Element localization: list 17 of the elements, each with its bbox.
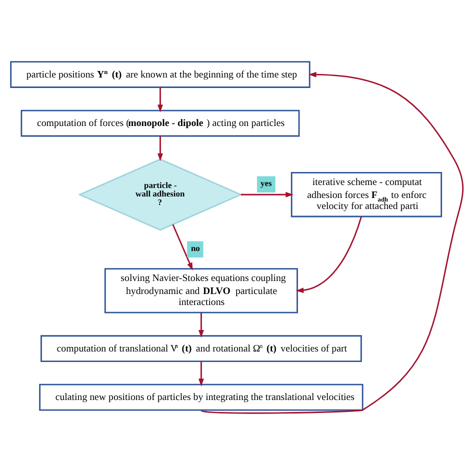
node-box: particle positions Y$^{n}$ (t) are known at the beginning of the time step xyxy=(10,60,310,88)
node-box: computation of translational V$^{n}$ (t) and rotational Ω$^{n}$ (t) velocities of part xyxy=(40,334,362,362)
edge-label: yes xyxy=(260,178,272,188)
node-box: culating new positions of particles by integrating the translational velocities xyxy=(39,383,364,410)
arrow xyxy=(158,136,163,161)
node-box: iterative scheme - computat adhesion forces F$_{adh}$ to enforc velocity for attached parti xyxy=(290,172,442,217)
edge-label: no xyxy=(190,242,200,253)
node-box: computation of forces (monopole - dipole ) acting on particles xyxy=(20,109,300,136)
arrow xyxy=(172,224,193,270)
arrow xyxy=(198,360,204,386)
node-box: solving Navier-Stokes equations coupling hydrodynamic and DLVO particulate interactions xyxy=(104,268,298,313)
arrow xyxy=(296,216,362,293)
arrow xyxy=(198,312,204,338)
arrow xyxy=(158,86,163,112)
arrow xyxy=(201,71,464,414)
node-diamond: particle - wall adhesion ? xyxy=(78,158,243,230)
arrow xyxy=(240,191,294,197)
